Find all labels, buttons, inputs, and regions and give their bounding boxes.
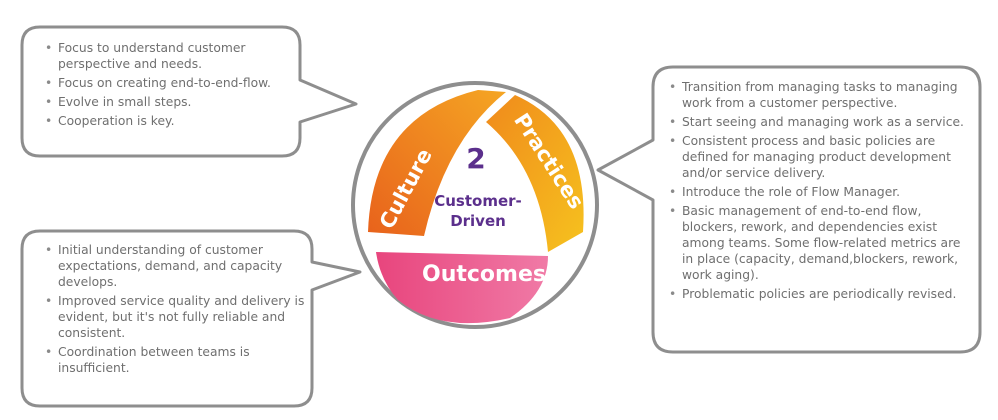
practices-segment (486, 95, 584, 252)
list-item: Introduce the role of Flow Manager. (668, 184, 968, 200)
list-item: Improved service quality and delivery is… (44, 293, 306, 341)
list-item: Coordination between teams is insufficie… (44, 344, 306, 376)
list-item: Consistent process and basic policies ar… (668, 133, 968, 181)
culture-bullets: Focus to understand customer perspective… (44, 40, 294, 132)
list-item: Basic management of end-to-end flow, blo… (668, 203, 968, 283)
outcomes-bullets: Initial understanding of customer expect… (44, 242, 306, 379)
list-item: Focus to understand customer perspective… (44, 40, 294, 72)
outcomes-segment (376, 252, 548, 324)
practices-bullets: Transition from managing tasks to managi… (668, 79, 968, 305)
culture-segment (368, 90, 506, 236)
list-item: Start seeing and managing work as a serv… (668, 114, 968, 130)
list-item: Initial understanding of customer expect… (44, 242, 306, 290)
outcomes-label: Outcomes (422, 262, 546, 287)
maturity-level-number: 2 (466, 142, 486, 175)
list-item: Problematic policies are periodically re… (668, 286, 968, 302)
center-title-line2: Driven (450, 212, 506, 230)
list-item: Cooperation is key. (44, 113, 294, 129)
list-item: Evolve in small steps. (44, 94, 294, 110)
center-title-line1: Customer- (434, 192, 522, 210)
list-item: Focus on creating end-to-end-flow. (44, 75, 294, 91)
list-item: Transition from managing tasks to managi… (668, 79, 968, 111)
